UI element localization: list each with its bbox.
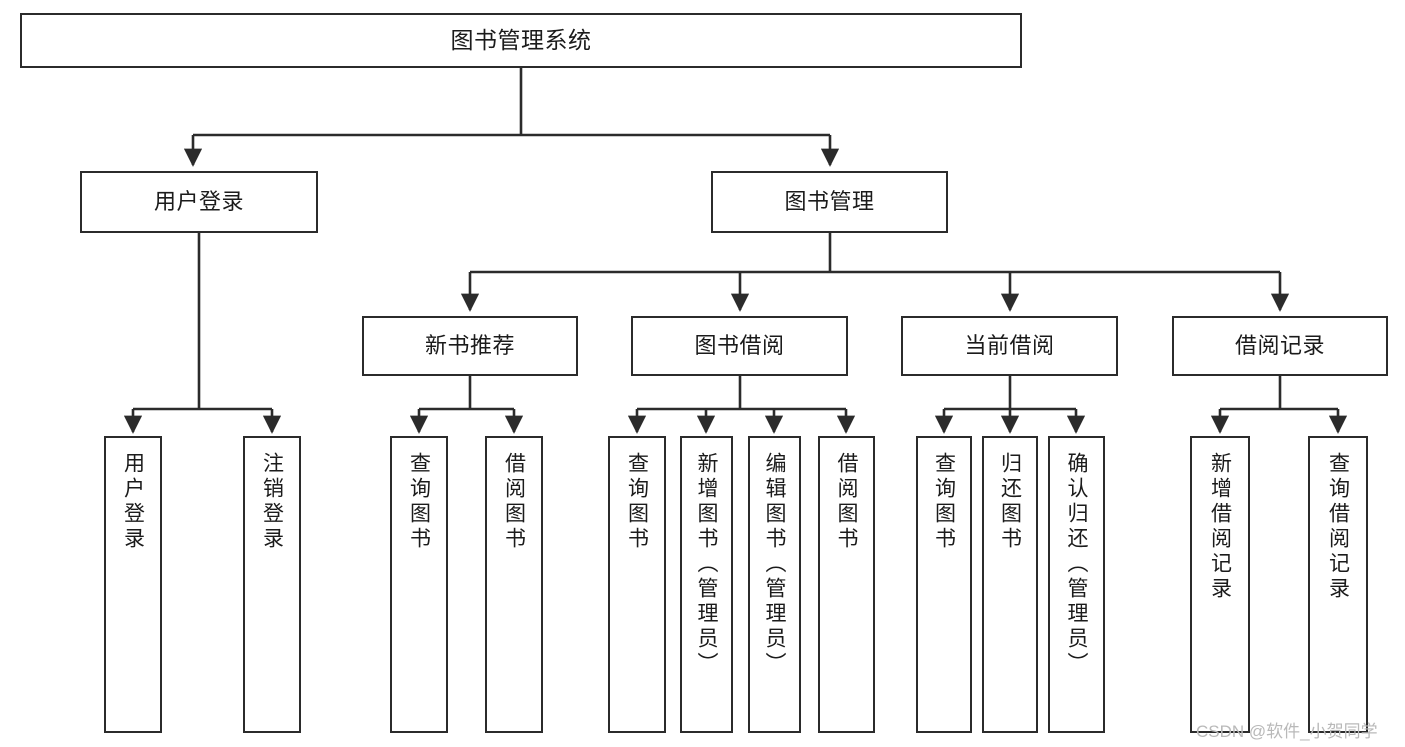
node-leaf-edit-book[interactable]: 编辑图书（管理员） [748,436,801,733]
node-leaf-add-book-label: 新增图书（管理员） [695,452,718,677]
node-current-borrow-label: 当前借阅 [964,332,1055,358]
node-user-login[interactable]: 用户登录 [80,171,318,233]
node-leaf-borrow-book-1[interactable]: 借阅图书 [485,436,543,733]
node-book-manage-label: 图书管理 [784,188,875,214]
node-leaf-user-login-label: 用户登录 [121,452,145,552]
node-leaf-query-book-1[interactable]: 查询图书 [390,436,448,733]
node-leaf-return-book[interactable]: 归还图书 [982,436,1038,733]
node-leaf-add-record-label: 新增借阅记录 [1208,452,1232,602]
node-leaf-query-record[interactable]: 查询借阅记录 [1308,436,1368,733]
node-leaf-logout-label: 注销登录 [260,452,284,552]
node-leaf-add-record[interactable]: 新增借阅记录 [1190,436,1250,733]
node-leaf-query-book-3[interactable]: 查询图书 [916,436,972,733]
node-leaf-user-login[interactable]: 用户登录 [104,436,162,733]
node-leaf-confirm-return-label: 确认归还（管理员） [1065,452,1088,677]
node-book-borrow[interactable]: 图书借阅 [631,316,848,376]
node-root[interactable]: 图书管理系统 [20,13,1022,68]
node-new-book-recommend-label: 新书推荐 [424,332,515,358]
node-borrow-record-label: 借阅记录 [1234,332,1325,358]
node-leaf-query-record-label: 查询借阅记录 [1326,452,1350,602]
node-leaf-query-book-2[interactable]: 查询图书 [608,436,666,733]
node-leaf-add-book[interactable]: 新增图书（管理员） [680,436,733,733]
node-leaf-query-book-1-label: 查询图书 [407,452,431,552]
node-book-manage[interactable]: 图书管理 [711,171,948,233]
node-book-borrow-label: 图书借阅 [694,332,785,358]
node-new-book-recommend[interactable]: 新书推荐 [362,316,578,376]
node-leaf-query-book-3-label: 查询图书 [932,452,956,552]
node-leaf-return-book-label: 归还图书 [998,452,1022,552]
node-user-login-label: 用户登录 [153,188,244,214]
node-root-label: 图书管理系统 [450,26,592,53]
node-leaf-borrow-book-1-label: 借阅图书 [502,452,526,552]
node-leaf-query-book-2-label: 查询图书 [625,452,649,552]
node-current-borrow[interactable]: 当前借阅 [901,316,1118,376]
watermark-label: CSDN @软件_小贺同学 [1196,722,1378,741]
node-leaf-borrow-book-2-label: 借阅图书 [835,452,858,552]
node-borrow-record[interactable]: 借阅记录 [1172,316,1388,376]
node-leaf-logout[interactable]: 注销登录 [243,436,301,733]
node-leaf-confirm-return[interactable]: 确认归还（管理员） [1048,436,1105,733]
node-leaf-edit-book-label: 编辑图书（管理员） [763,452,786,677]
node-leaf-borrow-book-2[interactable]: 借阅图书 [818,436,875,733]
